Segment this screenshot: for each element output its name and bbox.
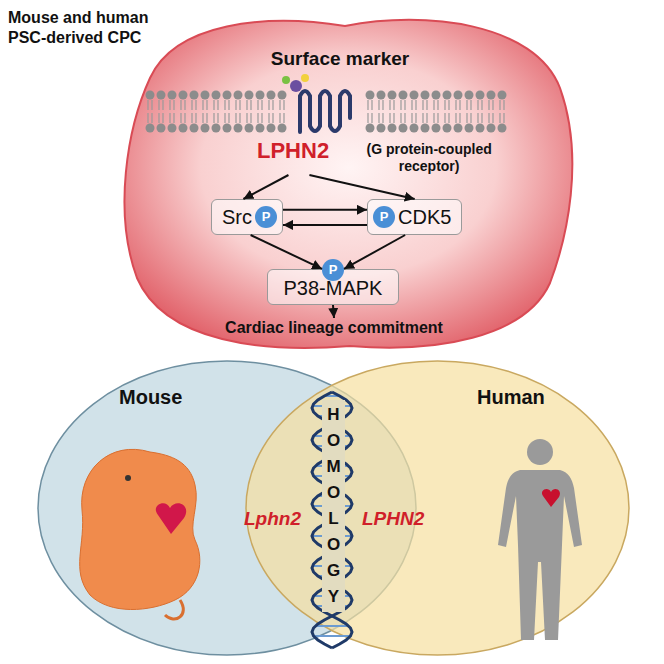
arrow-connector xyxy=(344,235,405,269)
node-text: LPHN2 xyxy=(257,139,329,163)
gene-label: Lphn2 xyxy=(244,508,301,530)
node-text: Surface marker xyxy=(105,48,575,70)
node-text: CDK5 xyxy=(398,205,451,229)
node-text: Src xyxy=(222,205,252,229)
venn-outline xyxy=(245,360,630,656)
node-text: P xyxy=(262,210,271,224)
venn-ellipse xyxy=(246,361,629,655)
gene-label: LPHN2 xyxy=(362,508,424,530)
kinase-box: CDK5 P xyxy=(367,199,462,235)
lipid-bilayer xyxy=(146,91,507,133)
kinase-box: Src P xyxy=(211,199,283,235)
arrow-connector xyxy=(309,175,414,199)
node-text: P xyxy=(380,210,389,224)
cell-blob: Surface markerLPHN2 (G protein-coupled re… xyxy=(105,8,575,353)
phospho-circle: P xyxy=(255,206,277,228)
dna-helix xyxy=(312,392,352,648)
node-text: P xyxy=(329,263,338,277)
arrow-connector xyxy=(251,235,322,269)
vertical-label: HOMOLOGY xyxy=(322,400,345,612)
arrow-connector xyxy=(243,175,288,199)
figure-title: Mouse and human PSC-derived CPC xyxy=(8,8,168,48)
outcome-label: Cardiac lineage commitment xyxy=(225,318,443,337)
node-text: Human xyxy=(477,386,545,409)
node-text: P38-MAPK xyxy=(284,276,383,300)
receptor-label: LPHN2 (G protein-coupled receptor) xyxy=(257,139,519,175)
arrow-connector xyxy=(283,209,367,211)
gpcr-icon xyxy=(282,74,350,132)
node-subtext: (G protein-coupled receptor) xyxy=(339,139,519,175)
arrow-connector xyxy=(333,305,334,318)
arrow-connector xyxy=(283,224,367,226)
node-text: Cardiac lineage commitment xyxy=(225,318,443,337)
kinase-box: P38-MAPKP xyxy=(267,269,400,305)
mouse-embryo xyxy=(80,449,200,619)
node-text: Mouse xyxy=(119,386,182,409)
phospho-circle: P xyxy=(373,206,395,228)
venn-circle: Human xyxy=(245,360,630,656)
cell-membrane-outline xyxy=(124,20,572,348)
human-silhouette xyxy=(498,439,582,640)
